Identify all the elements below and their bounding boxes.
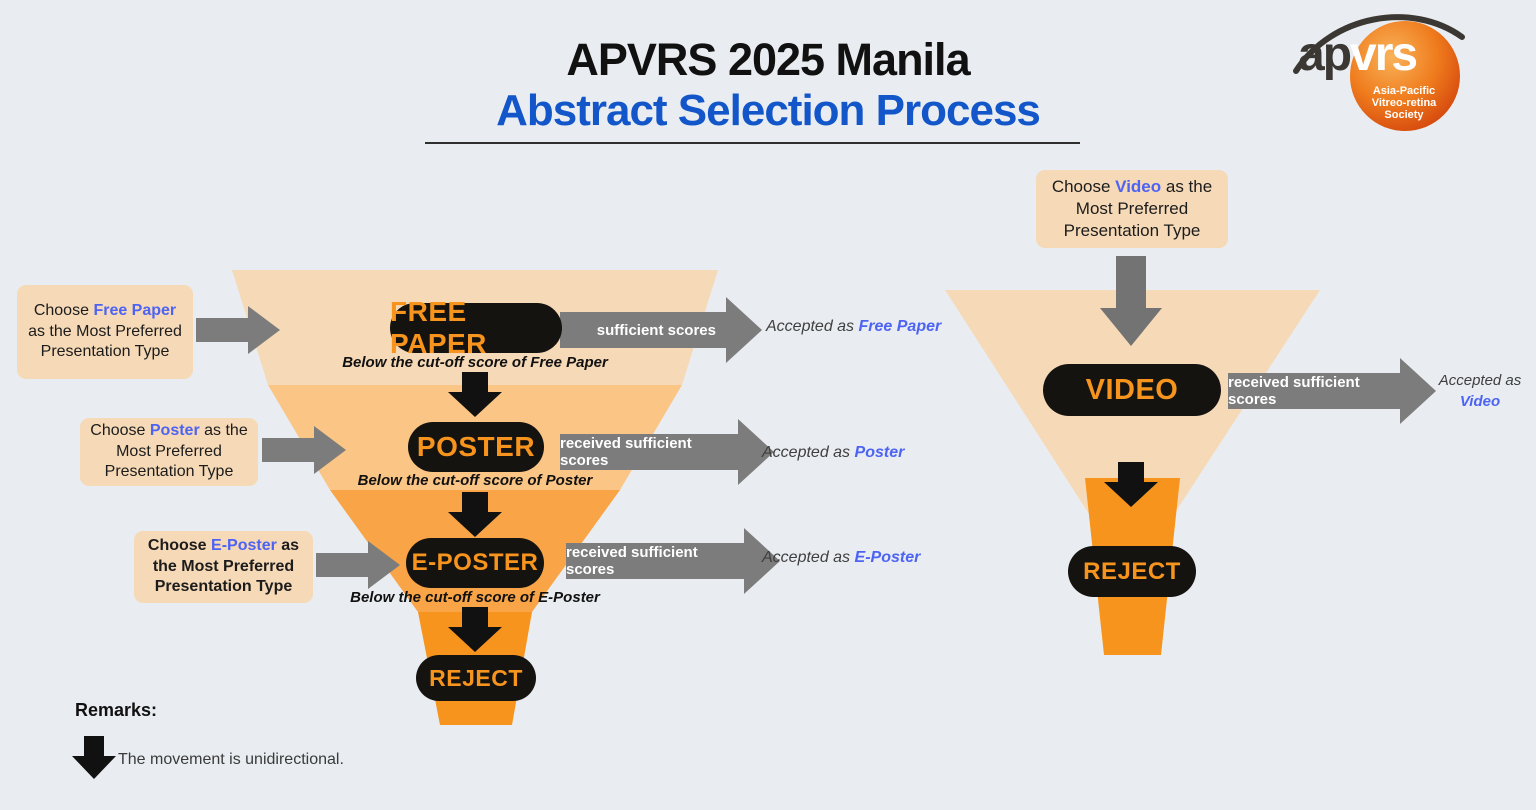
accepted-prefix: Accepted as: [1438, 372, 1522, 389]
accepted-poster-text: Accepted as Poster: [762, 444, 904, 462]
accepted-type: Video: [1459, 393, 1501, 410]
logo-swoosh-icon: [1293, 14, 1465, 74]
choose-post: as the Most Preferred Presentation Type: [1063, 177, 1213, 240]
down-arrow-icon: [448, 372, 502, 417]
choose-highlight: Free Paper: [93, 302, 177, 320]
choose-poster-box: Choose Poster as the Most Preferred Pres…: [80, 418, 258, 486]
logo-vrs-text: vrs: [1350, 28, 1418, 81]
retina-globe-icon: [1350, 21, 1460, 131]
eposter-pill: E-POSTER: [406, 538, 544, 588]
arrow-head-icon: [738, 419, 774, 485]
free-paper-score-arrow: sufficient scores: [560, 297, 762, 363]
accepted-video-text: Accepted as Video: [1430, 370, 1530, 412]
choose-highlight: Poster: [149, 422, 200, 440]
page-subtitle: Abstract Selection Process: [496, 86, 1041, 135]
choose-pre: Choose: [1051, 177, 1111, 197]
apvrs-logo: apvrs Asia-Pacific Vitreo-retina Society: [1290, 5, 1470, 153]
left-reject-pill: REJECT: [416, 655, 536, 701]
below-cutoff-free-paper-note: Below the cut-off score of Free Paper: [342, 354, 608, 371]
below-cutoff-eposter-note: Below the cut-off score of E-Poster: [350, 589, 600, 606]
choose-pre: Choose: [147, 537, 207, 555]
accepted-free-paper-text: Accepted as Free Paper: [766, 318, 941, 336]
choose-post: as the Most Preferred Presentation Type: [28, 322, 182, 361]
poster-score-arrow: received sufficient scores: [560, 419, 774, 485]
logo-sub-line: Vitreo-retina: [1371, 97, 1437, 110]
arrow-head-icon: [744, 528, 780, 594]
down-arrow-icon: [448, 607, 502, 652]
choose-poster-text: Choose Poster as the Most Preferred Pres…: [90, 421, 248, 482]
choose-highlight: Video: [1115, 177, 1162, 197]
choose-eposter-box: Choose E-Poster as the Most Preferred Pr…: [134, 531, 313, 603]
eposter-score-arrow: received sufficient scores: [566, 528, 780, 594]
accepted-type: E-Poster: [854, 549, 921, 566]
logo-ap-text: ap: [1298, 28, 1352, 81]
poster-pill: POSTER: [408, 422, 544, 472]
title-underline: [425, 142, 1080, 144]
remarks-heading: Remarks:: [75, 700, 158, 720]
choose-pre: Choose: [33, 302, 89, 320]
poster-choose-arrow-icon: [262, 426, 346, 474]
score-arrow-label: received sufficient scores: [560, 434, 738, 470]
below-cutoff-poster-note: Below the cut-off score of Poster: [357, 472, 593, 489]
video-down-arrow-icon: [1100, 256, 1162, 346]
arrow-head-icon: [726, 297, 762, 363]
choose-free-paper-text: Choose Free Paper as the Most Preferred …: [27, 301, 183, 362]
accepted-prefix: Accepted as: [766, 318, 855, 335]
accepted-eposter-text: Accepted as E-Poster: [762, 549, 920, 567]
choose-video-text: Choose Video as the Most Preferred Prese…: [1046, 176, 1218, 241]
choose-pre: Choose: [90, 422, 146, 440]
remarks-note: The movement is unidirectional.: [118, 751, 344, 768]
logo-society-name: Asia-Pacific Vitreo-retina Society: [1348, 85, 1460, 121]
page-title: APVRS 2025 Manila: [566, 34, 970, 85]
score-arrow-label: sufficient scores: [560, 312, 726, 348]
choose-free-paper-box: Choose Free Paper as the Most Preferred …: [17, 285, 193, 379]
logo-sub-line: Society: [1384, 109, 1424, 122]
arrow-head-icon: [1400, 358, 1436, 424]
eposter-choose-arrow-icon: [316, 541, 400, 589]
down-arrow-icon: [448, 492, 502, 537]
free-paper-choose-arrow-icon: [196, 306, 280, 354]
logo-sub-line: Asia-Pacific: [1372, 85, 1436, 97]
choose-video-box: Choose Video as the Most Preferred Prese…: [1036, 170, 1228, 248]
choose-highlight: E-Poster: [211, 537, 277, 555]
score-arrow-label: received sufficient scores: [1228, 373, 1400, 409]
choose-eposter-text: Choose E-Poster as the Most Preferred Pr…: [144, 536, 303, 597]
score-arrow-label: received sufficient scores: [566, 543, 744, 579]
accepted-type: Poster: [854, 444, 905, 461]
right-reject-pill: REJECT: [1068, 546, 1196, 597]
free-paper-pill: FREE PAPER: [390, 296, 562, 359]
accepted-prefix: Accepted as: [762, 444, 851, 461]
video-score-arrow: received sufficient scores: [1228, 358, 1436, 424]
choose-post: as the Most Preferred Presentation Type: [152, 537, 300, 596]
accepted-type: Free Paper: [858, 318, 942, 335]
accepted-prefix: Accepted as: [762, 549, 851, 566]
down-arrow-icon: [1104, 462, 1158, 507]
logo-wordmark: apvrs: [1298, 28, 1418, 81]
video-pill: VIDEO: [1043, 364, 1221, 416]
choose-post: as the Most Preferred Presentation Type: [104, 422, 248, 481]
remarks-down-arrow-icon: [72, 736, 116, 779]
